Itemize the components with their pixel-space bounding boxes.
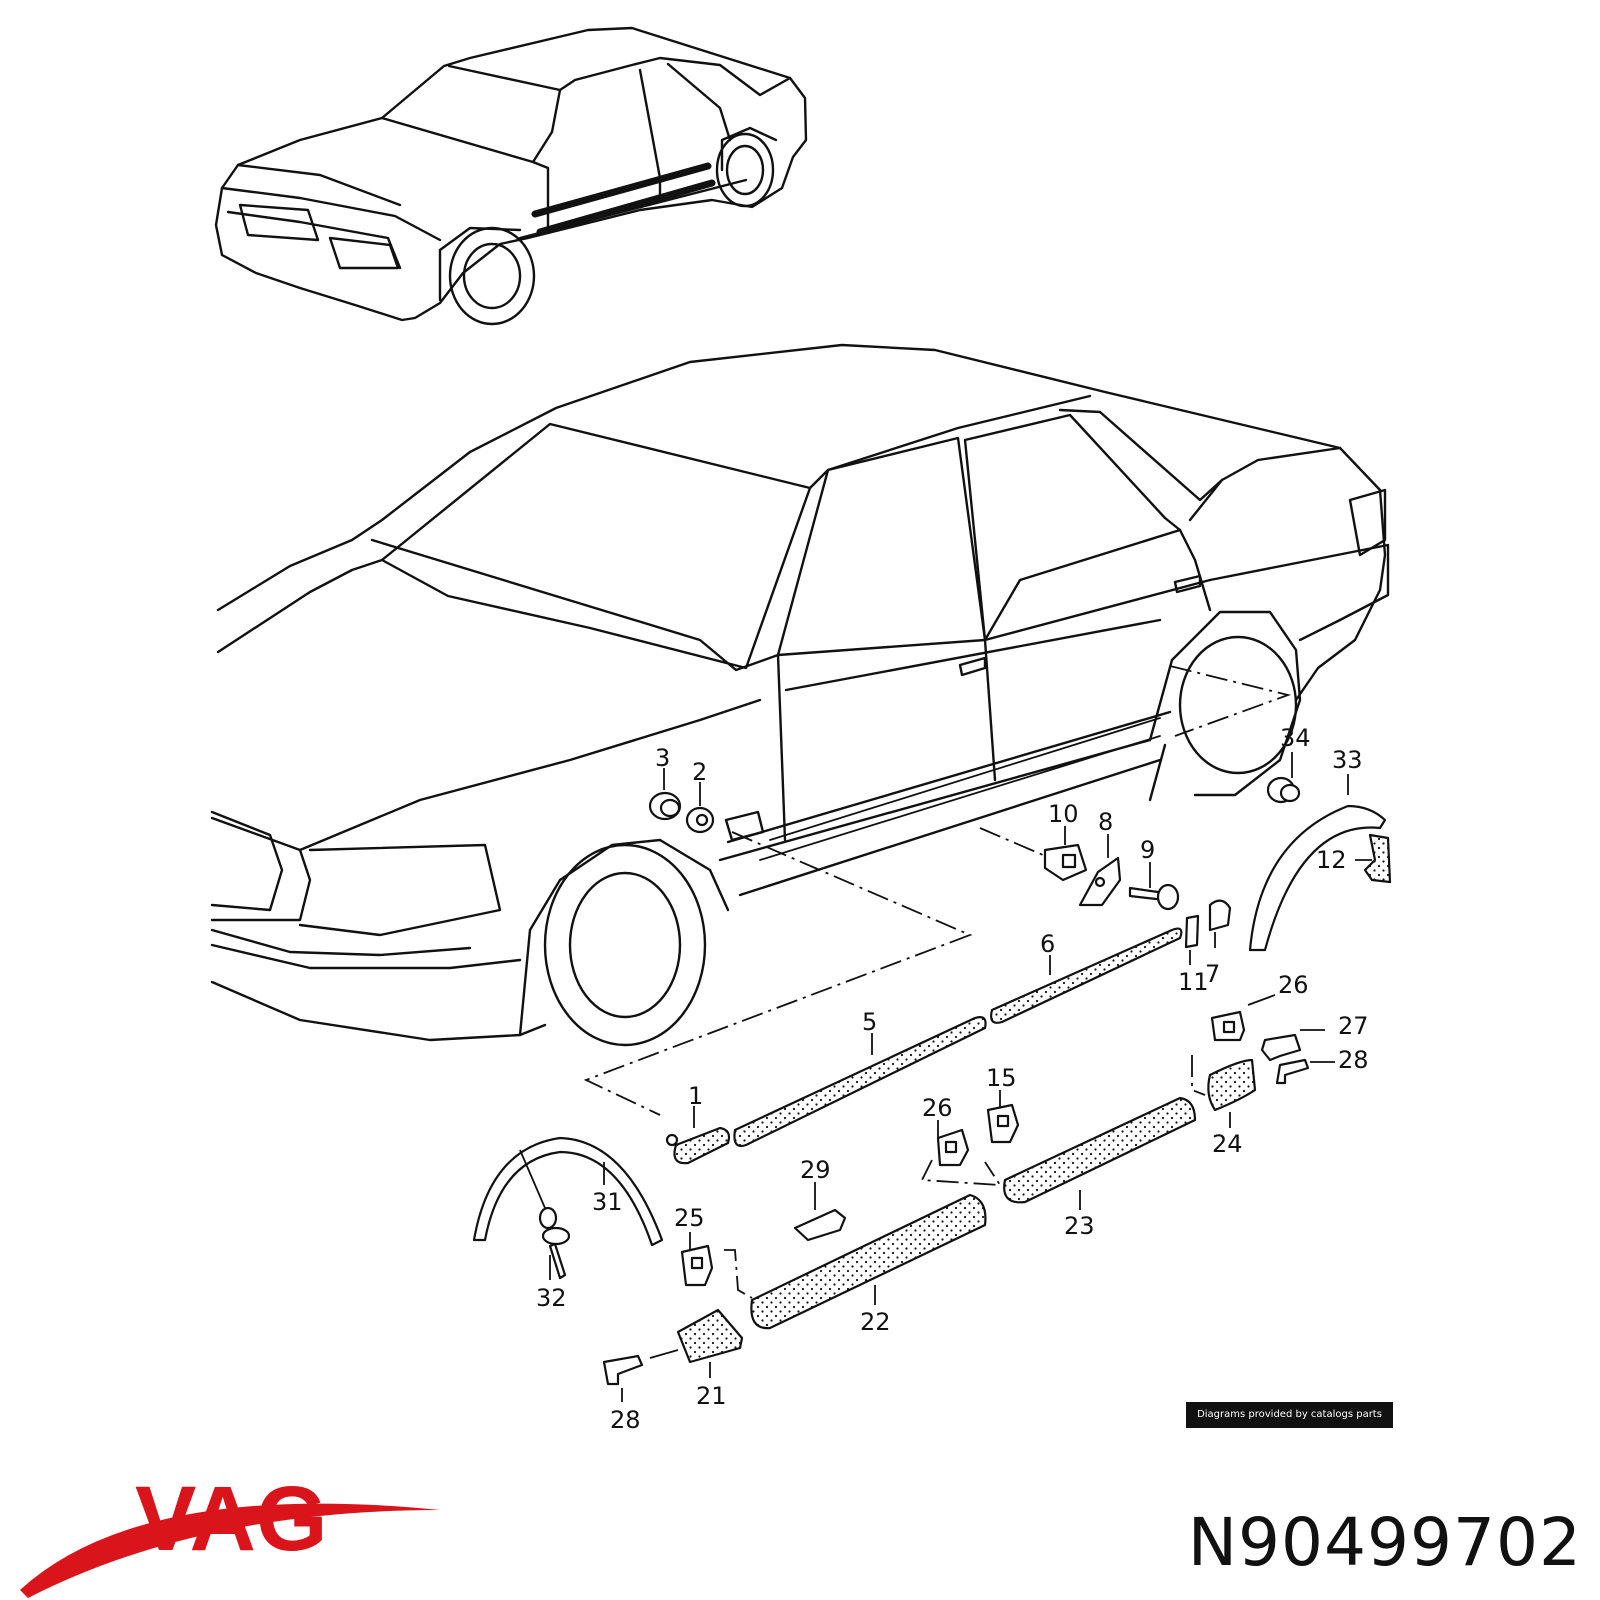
part-34-cap-nut (1266, 752, 1301, 804)
callout-9: 9 (1140, 836, 1155, 864)
callout-10: 10 (1048, 800, 1079, 828)
part-21-front-sill-end (649, 1308, 744, 1378)
callout-6: 6 (1040, 930, 1055, 958)
callout-21: 21 (696, 1382, 727, 1410)
part-11-clip (1184, 914, 1200, 965)
part-23-rear-sill-panel (1003, 1096, 1197, 1210)
part-29-clip (793, 1182, 847, 1242)
callout-22: 22 (860, 1308, 891, 1336)
callout-28-lower: 28 (610, 1406, 641, 1434)
callout-27: 27 (1338, 1012, 1369, 1040)
callout-7: 7 (1205, 960, 1220, 988)
part-7-end-cap (1208, 899, 1232, 948)
part-9-screw (1128, 862, 1180, 911)
callout-15: 15 (986, 1064, 1017, 1092)
callout-3: 3 (655, 744, 670, 772)
overview-car (214, 26, 808, 326)
part-27-clip (1260, 1029, 1325, 1062)
part-24-rear-sill-end (1207, 1058, 1257, 1128)
part-33-rear-arch (1248, 774, 1387, 952)
part-2-washer (685, 782, 715, 834)
callout-5: 5 (862, 1008, 877, 1036)
guide-line-front (583, 831, 973, 1116)
callout-26-upper: 26 (1278, 971, 1309, 999)
part-5-front-molding (733, 1016, 987, 1148)
part-number: N90499702 (1187, 1504, 1582, 1581)
part-1-end-piece (665, 1106, 731, 1165)
guide-line-rear-clips (1191, 1055, 1206, 1096)
vag-logo: VAG (20, 1468, 440, 1598)
callout-8: 8 (1098, 808, 1113, 836)
part-26-upper-clip (1210, 994, 1276, 1042)
part-12-mud-flap (1355, 833, 1392, 884)
part-15-clip (986, 1090, 1020, 1144)
part-8-bracket (1078, 834, 1122, 907)
part-32-push-clip (519, 1149, 571, 1280)
callout-31: 31 (592, 1188, 623, 1216)
callout-33: 33 (1332, 746, 1363, 774)
callout-1: 1 (688, 1082, 703, 1110)
callout-32: 32 (536, 1284, 567, 1312)
guide-line-front-clips (724, 1249, 753, 1299)
part-25-clip (680, 1232, 714, 1287)
part-28-lower-clip (602, 1354, 644, 1402)
guide-line-bracket (979, 827, 1051, 859)
part-22-front-sill-panel (750, 1193, 987, 1330)
callout-2: 2 (692, 758, 707, 786)
callout-labels: 1 2 3 5 6 7 8 9 10 11 12 15 21 22 23 24 … (536, 724, 1369, 1434)
part-31-front-arch (472, 1136, 664, 1247)
callout-23: 23 (1064, 1212, 1095, 1240)
main-car (210, 343, 1390, 1047)
callout-24: 24 (1212, 1130, 1243, 1158)
part-3-cap-nut (648, 768, 682, 821)
callout-12: 12 (1316, 846, 1347, 874)
guide-line-rear (1169, 665, 1292, 737)
guide-line-mid-clips (920, 1159, 1002, 1187)
logo-swoosh (20, 1503, 440, 1598)
callout-34: 34 (1280, 724, 1311, 752)
callout-29: 29 (800, 1156, 831, 1184)
brand-name: VAG (135, 1468, 328, 1570)
callout-25: 25 (674, 1204, 705, 1232)
callout-26-lower: 26 (922, 1094, 953, 1122)
part-26-lower-clip (936, 1120, 970, 1167)
parts (472, 752, 1392, 1402)
part-10-clip (1043, 826, 1088, 882)
callout-28-upper: 28 (1338, 1046, 1369, 1074)
diagram-credit-badge: Diagrams provided by catalogs parts (1186, 1402, 1393, 1428)
part-28-upper-clip (1275, 1058, 1335, 1085)
part-6-rear-molding (990, 927, 1183, 1024)
callout-11: 11 (1178, 968, 1209, 996)
